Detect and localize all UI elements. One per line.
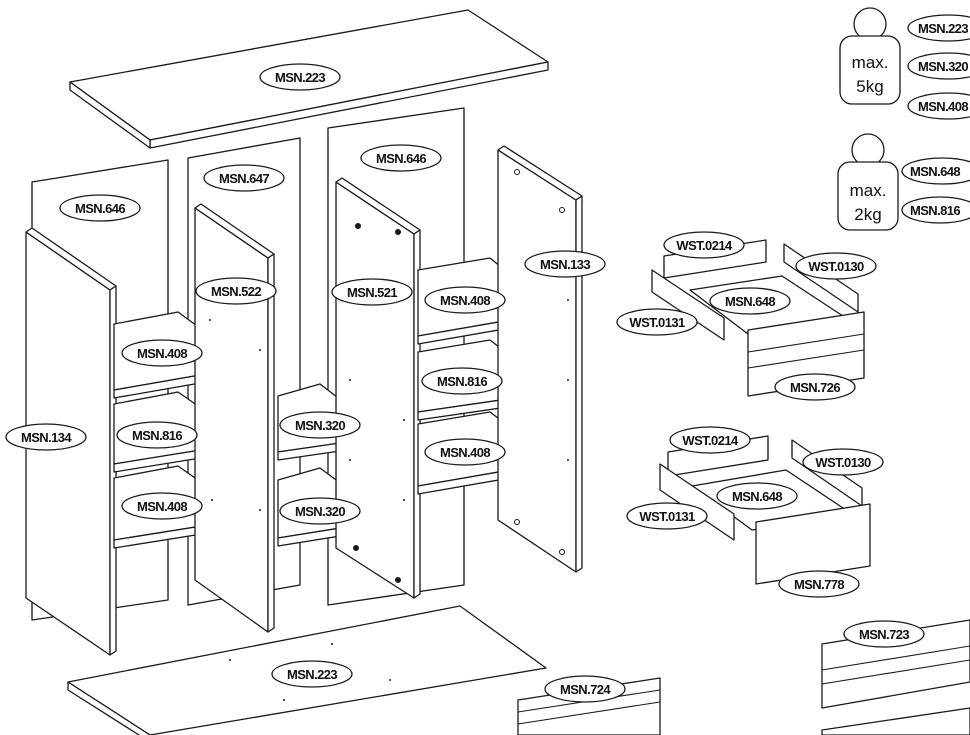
svg-text:MSN.816: MSN.816 [437,374,487,389]
divider-middle [335,177,421,599]
label-shelf-r3: MSN.408 [424,438,506,466]
label-drawer2-side-r: WST.0130 [802,448,884,476]
svg-text:WST.0214: WST.0214 [682,433,739,448]
svg-text:MSN.408: MSN.408 [440,293,490,308]
weight-2kg-line2: 2kg [854,205,881,224]
svg-text:MSN.134: MSN.134 [21,430,72,445]
label-weight5-part-2: MSN.320 [907,52,970,80]
svg-text:MSN.320: MSN.320 [918,59,968,74]
labels: MSN.223 MSN.646 MSN.647 MSN.646 MSN.134 … [5,14,970,703]
svg-text:MSN.723: MSN.723 [859,627,909,642]
svg-text:MSN.816: MSN.816 [132,428,182,443]
label-weight5-part-3: MSN.408 [907,92,970,120]
label-drawer2-front: MSN.778 [778,570,860,598]
label-plinth-right: MSN.723 [843,620,925,648]
svg-text:MSN.223: MSN.223 [918,21,968,36]
weight-5kg-line1: max. [852,53,889,72]
svg-text:MSN.223: MSN.223 [275,70,325,85]
divider-left [194,203,275,633]
svg-text:MSN.133: MSN.133 [540,257,590,272]
label-plinth-front: MSN.724 [544,675,626,703]
svg-text:WST.0130: WST.0130 [808,259,864,274]
weight-5kg-line2: 5kg [856,77,883,96]
svg-text:MSN.648: MSN.648 [732,489,782,504]
label-back-mid: MSN.647 [203,164,285,192]
svg-text:WST.0214: WST.0214 [676,238,733,253]
label-back-left: MSN.646 [59,194,141,222]
svg-text:MSN.320: MSN.320 [295,504,345,519]
svg-text:MSN.408: MSN.408 [137,499,187,514]
svg-text:MSN.724: MSN.724 [560,682,611,697]
label-drawer1-side-l: WST.0131 [616,308,698,336]
label-drawer1-bottom: MSN.648 [709,287,791,315]
label-shelf-m2: MSN.320 [279,497,361,525]
svg-text:MSN.408: MSN.408 [137,346,187,361]
svg-text:MSN.223: MSN.223 [287,667,337,682]
svg-text:WST.0131: WST.0131 [629,315,685,330]
label-top-panel: MSN.223 [259,63,341,91]
svg-text:MSN.816: MSN.816 [910,203,960,218]
svg-text:MSN.726: MSN.726 [790,380,840,395]
label-drawer2-bottom: MSN.648 [716,482,798,510]
label-drawer2-back: WST.0214 [669,426,751,454]
label-shelf-l1: MSN.408 [121,339,203,367]
weight-2kg-line1: max. [850,181,887,200]
label-divider-mid: MSN.521 [331,278,413,306]
svg-text:MSN.408: MSN.408 [440,445,490,460]
label-weight2-part-1: MSN.648 [901,157,970,185]
svg-text:MSN.648: MSN.648 [910,164,960,179]
label-drawer2-side-l: WST.0131 [626,502,708,530]
label-weight2-part-2: MSN.816 [901,196,970,224]
label-shelf-m1: MSN.320 [279,411,361,439]
label-back-right: MSN.646 [360,144,442,172]
label-bottom-panel: MSN.223 [271,660,353,688]
label-drawer1-front: MSN.726 [774,373,856,401]
label-shelf-r2: MSN.816 [421,367,503,395]
label-side-left: MSN.134 [5,423,87,451]
svg-text:MSN.646: MSN.646 [376,151,426,166]
weight-icon-2kg: max. 2kg [837,133,899,231]
label-shelf-l3: MSN.408 [121,492,203,520]
label-drawer1-side-r: WST.0130 [795,252,877,280]
svg-text:MSN.647: MSN.647 [219,171,269,186]
svg-text:MSN.648: MSN.648 [725,294,775,309]
label-divider-left: MSN.522 [195,277,277,305]
svg-text:MSN.521: MSN.521 [347,285,397,300]
svg-text:MSN.320: MSN.320 [295,418,345,433]
label-side-right: MSN.133 [524,250,606,278]
svg-text:WST.0131: WST.0131 [639,509,695,524]
svg-text:MSN.778: MSN.778 [794,577,844,592]
label-weight5-part-1: MSN.223 [907,14,970,42]
weight-icon-5kg: max. 5kg [839,7,901,105]
label-drawer1-back: WST.0214 [663,231,745,259]
svg-text:MSN.408: MSN.408 [918,99,968,114]
svg-text:MSN.522: MSN.522 [211,284,261,299]
label-shelf-l2: MSN.816 [116,421,198,449]
label-shelf-r1: MSN.408 [424,286,506,314]
side-panel-right [497,145,583,573]
svg-text:MSN.646: MSN.646 [75,201,125,216]
svg-text:WST.0130: WST.0130 [815,455,871,470]
